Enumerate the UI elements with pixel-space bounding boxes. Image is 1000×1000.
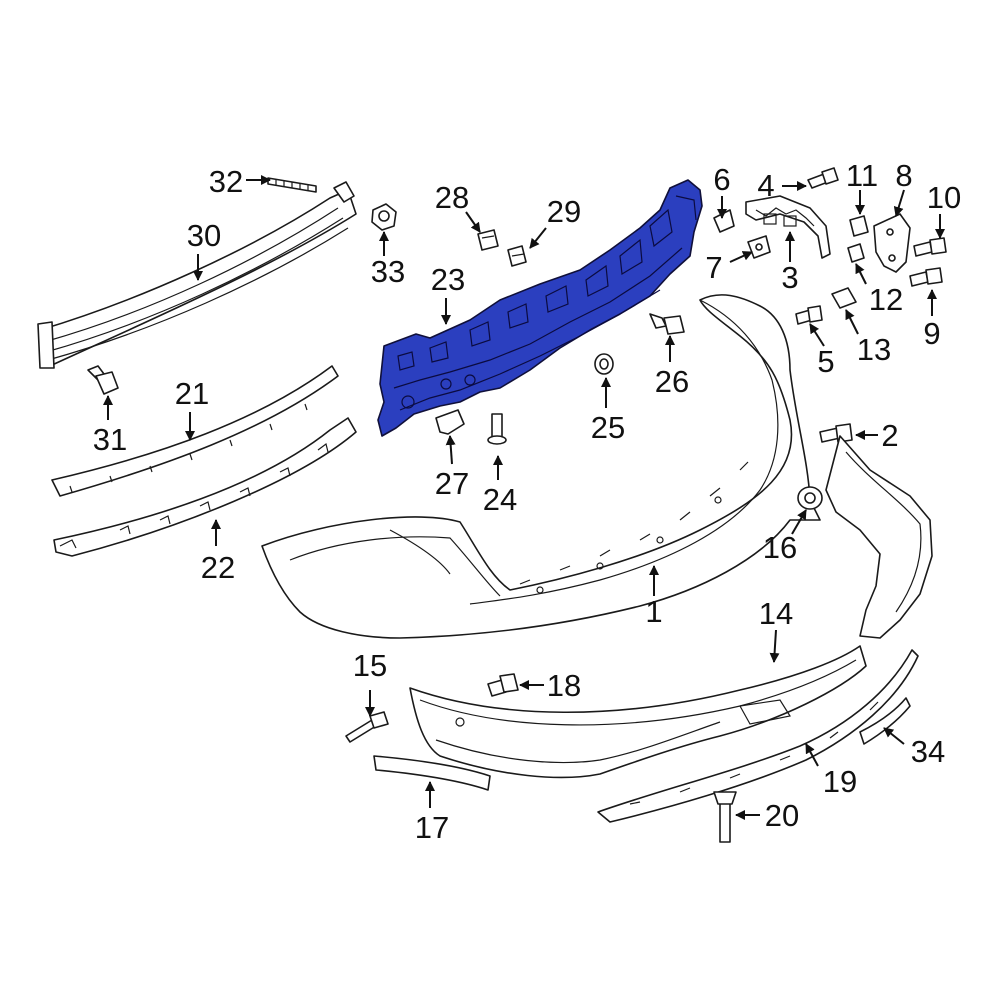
callout-17: 17	[415, 810, 449, 845]
part-34-strip[interactable]	[859, 697, 911, 745]
part-17-reflector[interactable]	[373, 755, 491, 791]
callout-30: 30	[187, 218, 221, 253]
callout-5: 5	[817, 344, 834, 379]
part-10-bolt[interactable]	[913, 237, 947, 257]
part-2-bolt[interactable]	[819, 423, 853, 443]
part-3-bracket[interactable]	[745, 195, 831, 259]
callout-8: 8	[895, 158, 912, 193]
callout-labels: 1 2 3 4 5 6 7 8 9 10 11 12 13 14 15 16 1…	[93, 158, 961, 845]
part-27-clip[interactable]	[435, 409, 465, 435]
callout-22: 22	[201, 550, 235, 585]
part-23-energy-absorber[interactable]	[377, 179, 703, 437]
part-9-bolt[interactable]	[909, 267, 943, 287]
part-31-bolt[interactable]	[87, 365, 119, 395]
part-1-bumper-cover[interactable]	[261, 294, 933, 639]
callout-33: 33	[371, 254, 405, 289]
part-22-bracket[interactable]	[53, 417, 357, 557]
part-4-bolt[interactable]	[807, 167, 839, 189]
part-28-clip[interactable]	[477, 229, 499, 251]
part-21-strip[interactable]	[51, 365, 339, 497]
callout-21: 21	[175, 376, 209, 411]
callout-9: 9	[923, 316, 940, 351]
callout-23: 23	[431, 262, 465, 297]
callout-18: 18	[547, 668, 581, 703]
callout-11: 11	[846, 158, 878, 193]
part-20-rivet[interactable]	[713, 791, 737, 843]
callout-2: 2	[881, 418, 898, 453]
leader-lines	[103, 175, 945, 820]
callout-15: 15	[353, 648, 387, 683]
part-7-clip[interactable]	[747, 235, 771, 259]
callout-27: 27	[435, 466, 469, 501]
part-14-valance[interactable]	[409, 645, 867, 779]
part-11-clip[interactable]	[849, 215, 869, 237]
callout-7: 7	[705, 250, 722, 285]
part-6-clip[interactable]	[713, 209, 735, 233]
callout-24: 24	[483, 482, 517, 517]
callout-28: 28	[435, 180, 469, 215]
part-12-clip[interactable]	[847, 243, 865, 263]
callout-32: 32	[209, 164, 243, 199]
part-16-grommet[interactable]	[797, 486, 823, 510]
callout-34: 34	[911, 734, 945, 769]
callout-31: 31	[93, 422, 127, 457]
part-25-grommet[interactable]	[594, 353, 614, 375]
callout-14: 14	[759, 596, 793, 631]
callout-26: 26	[655, 364, 689, 399]
callout-3: 3	[781, 260, 798, 295]
part-32-stud[interactable]	[267, 177, 317, 193]
callout-10: 10	[927, 180, 961, 215]
part-18-bolt[interactable]	[487, 673, 519, 697]
callout-19: 19	[823, 764, 857, 799]
part-24-pin[interactable]	[487, 413, 507, 445]
part-5-bolt[interactable]	[795, 305, 823, 325]
callout-25: 25	[591, 410, 625, 445]
part-26-bolt[interactable]	[649, 313, 685, 335]
callout-6: 6	[713, 162, 730, 197]
callout-4: 4	[757, 168, 774, 203]
part-15-rivet[interactable]	[345, 711, 389, 743]
callout-13: 13	[857, 332, 891, 367]
callout-1: 1	[645, 594, 662, 629]
callout-12: 12	[869, 282, 903, 317]
part-8-bracket[interactable]	[873, 213, 911, 273]
callout-20: 20	[765, 798, 799, 833]
part-33-nut[interactable]	[371, 203, 397, 231]
part-29-clip[interactable]	[507, 245, 527, 267]
part-13-clip[interactable]	[831, 287, 857, 309]
part-19-trim[interactable]	[597, 649, 919, 823]
callout-29: 29	[547, 194, 581, 229]
callout-16: 16	[763, 530, 797, 565]
